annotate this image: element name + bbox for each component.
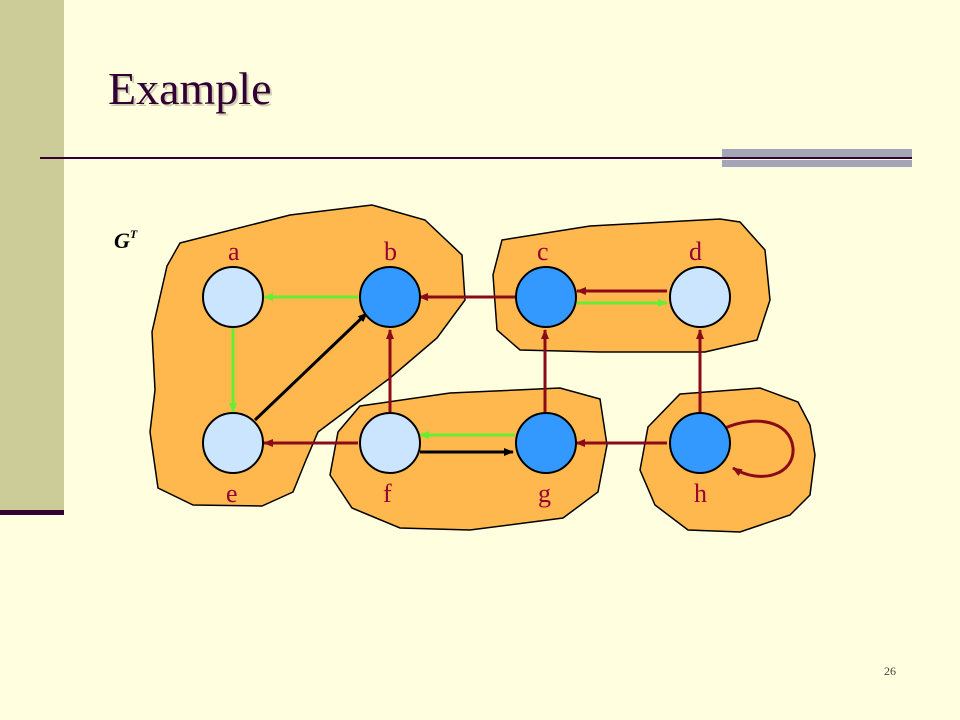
node-label-g: g — [538, 479, 551, 508]
node-e — [202, 412, 264, 474]
node-h — [669, 412, 731, 474]
edge-h-h — [724, 419, 795, 478]
rule-accent-top — [722, 149, 912, 157]
node-label-a: a — [228, 237, 240, 266]
node-label-c: c — [537, 237, 549, 266]
node-f — [359, 412, 421, 474]
page-number: 26 — [884, 664, 896, 678]
node-label-d: d — [689, 237, 702, 266]
scc-regions — [149, 204, 816, 533]
graph-edges — [229, 287, 795, 478]
graph-nodes — [202, 266, 731, 474]
side-bar — [0, 0, 64, 512]
slide-title: Example — [108, 63, 272, 114]
node-a — [202, 266, 264, 328]
node-c — [515, 266, 577, 328]
graph-label-superscript: T — [129, 226, 138, 241]
node-d — [669, 266, 731, 328]
graph-label-base: G — [114, 228, 130, 253]
node-label-b: b — [384, 237, 397, 266]
edge-e-b — [253, 311, 369, 422]
node-label-e: e — [226, 479, 238, 508]
graph-transpose-label: GT — [114, 226, 138, 254]
node-label-h: h — [694, 479, 707, 508]
node-g — [515, 412, 577, 474]
rule-accent-bottom — [722, 160, 912, 167]
node-labels: a b c d e f g h — [226, 237, 707, 508]
node-label-f: f — [383, 479, 392, 508]
scc-region-h — [639, 387, 816, 533]
side-bar-base — [0, 510, 64, 515]
node-b — [359, 266, 421, 328]
title-rule — [40, 157, 912, 159]
